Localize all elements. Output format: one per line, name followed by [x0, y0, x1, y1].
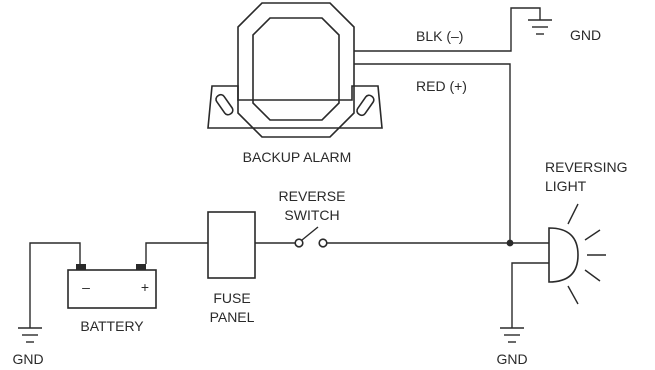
- light-bulb: [548, 227, 579, 283]
- battery-label: BATTERY: [80, 318, 144, 334]
- battery-positive-terminal: +: [141, 279, 149, 295]
- alarm-housing-outer: [237, 2, 355, 138]
- ground-symbol-light: GND: [496, 327, 528, 367]
- reverse-switch: REVERSE SWITCH: [279, 188, 346, 248]
- battery: – + BATTERY: [67, 264, 157, 334]
- reverse-switch-label-line2: SWITCH: [284, 207, 339, 223]
- alarm-wires: BLK (–) RED (+): [354, 7, 541, 244]
- fuse-panel-label-line1: FUSE: [213, 290, 250, 306]
- light-ray-5: [567, 285, 579, 305]
- gnd-label-light: GND: [496, 351, 527, 367]
- light-ground-wire: [511, 262, 549, 328]
- reversing-light-label-line1: REVERSING: [545, 159, 627, 175]
- light-ray-1: [567, 203, 579, 225]
- battery-body: [67, 269, 157, 309]
- alarm-mount-slot-left: [215, 93, 234, 116]
- reversing-light: REVERSING LIGHT: [545, 159, 627, 305]
- black-wire: [354, 7, 541, 52]
- backup-alarm: BACKUP ALARM: [207, 2, 383, 165]
- ground-symbol-top: GND: [528, 19, 601, 43]
- red-wire: [354, 63, 511, 244]
- switch-lever: [301, 226, 319, 241]
- switch-contact-right: [318, 238, 328, 248]
- alarm-base-bracket: [207, 85, 383, 129]
- light-ray-2: [584, 229, 601, 241]
- reverse-switch-label-line1: REVERSE: [279, 188, 346, 204]
- fuse-panel-body: [207, 211, 256, 279]
- black-wire-label: BLK (–): [416, 28, 463, 44]
- gnd-label-battery: GND: [12, 351, 43, 367]
- wire-junction-dot: [506, 239, 514, 247]
- battery-positive-wire: [145, 242, 208, 264]
- battery-negative-wire: [29, 242, 81, 328]
- ground-symbol-battery: GND: [12, 327, 44, 367]
- switch-contact-left: [294, 238, 304, 248]
- backup-alarm-label: BACKUP ALARM: [243, 149, 352, 165]
- fuse-panel-label-line2: PANEL: [210, 309, 255, 325]
- reversing-light-label-line2: LIGHT: [545, 178, 587, 194]
- light-ray-4: [584, 269, 601, 282]
- alarm-housing-inner: [252, 17, 340, 121]
- fuse-panel: FUSE PANEL: [207, 211, 256, 325]
- red-wire-label: RED (+): [416, 78, 467, 94]
- battery-negative-terminal: –: [82, 279, 90, 295]
- alarm-mount-slot-right: [356, 94, 375, 117]
- gnd-label-top: GND: [570, 27, 601, 43]
